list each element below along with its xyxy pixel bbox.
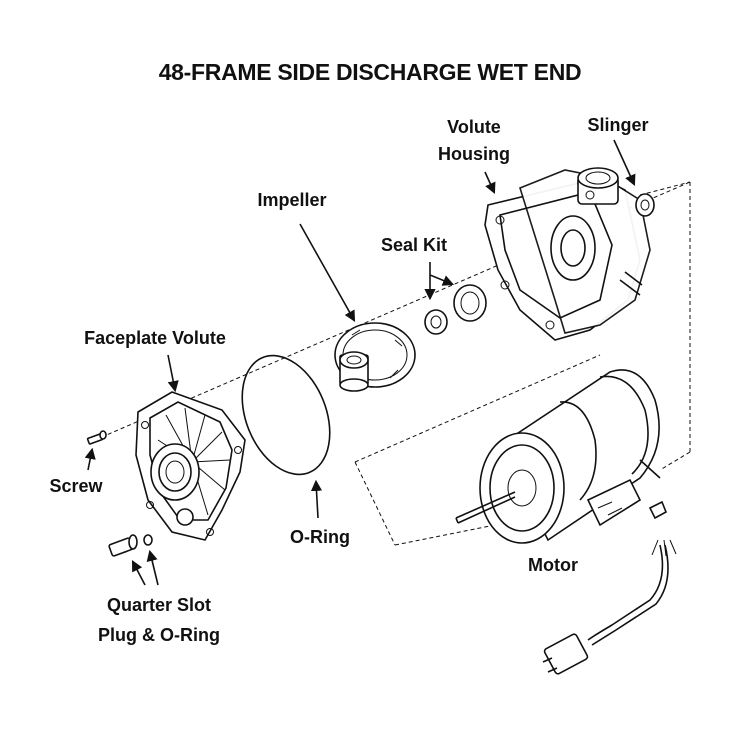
screw	[86, 430, 107, 445]
axis-guide-right-bottom	[659, 451, 691, 471]
o-ring	[241, 354, 331, 476]
power-cord-plug	[542, 539, 677, 675]
motor	[455, 369, 668, 544]
seal-kit	[424, 284, 487, 335]
faceplate-volute	[135, 391, 246, 541]
label-housing: Housing	[438, 144, 510, 164]
axis-guide-top	[639, 181, 691, 196]
leader-volute-housing	[484, 171, 496, 195]
leader-screw	[84, 447, 96, 471]
label-seal-kit: Seal Kit	[381, 235, 447, 255]
quarter-slot-plug-o-ring	[108, 534, 153, 557]
diagram-title: 48-FRAME SIDE DISCHARGE WET END	[159, 59, 582, 85]
label-volute: Volute	[447, 117, 501, 137]
leader-slinger	[613, 139, 636, 187]
label-faceplate-volute: Faceplate Volute	[84, 328, 226, 348]
motor-guide-top	[354, 354, 601, 463]
motor-guide-left	[354, 461, 396, 546]
label-plug-o-ring: Plug & O-Ring	[98, 625, 220, 645]
label-impeller: Impeller	[257, 190, 326, 210]
label-motor: Motor	[528, 555, 578, 575]
leader-o-ring	[310, 479, 323, 519]
volute-housing	[484, 167, 651, 341]
label-slinger: Slinger	[587, 115, 648, 135]
label-quarter-slot: Quarter Slot	[107, 595, 211, 615]
label-o-ring: O-Ring	[290, 527, 350, 547]
leader-quarter-slot-plug	[131, 560, 146, 586]
impeller	[334, 322, 416, 392]
slinger	[635, 193, 655, 217]
leader-faceplate-volute	[167, 354, 179, 393]
leader-seal-kit-right	[429, 262, 455, 286]
leader-impeller	[299, 223, 356, 322]
leader-quarter-slot-o-ring	[146, 549, 159, 586]
label-screw: Screw	[49, 476, 103, 496]
